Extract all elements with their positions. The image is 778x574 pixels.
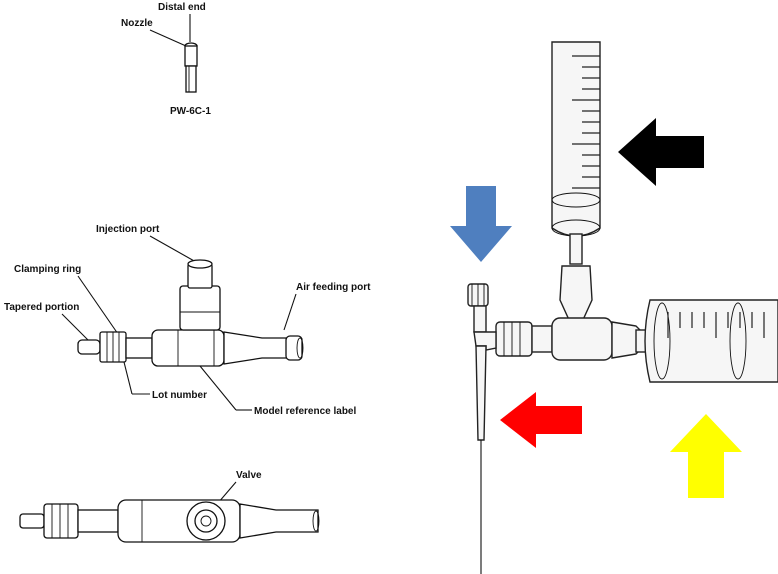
air-port-taper bbox=[223, 331, 291, 365]
horizontal-syringe-scale bbox=[667, 312, 765, 338]
air-feeding-port bbox=[285, 335, 303, 361]
injection-port-label: Injection port bbox=[96, 224, 160, 235]
nozzle-detail: Distal end Nozzle PW-6C-1 bbox=[121, 2, 211, 117]
valve-diagram: Valve bbox=[19, 470, 320, 543]
vertical-syringe bbox=[551, 41, 601, 265]
connector-neck bbox=[125, 337, 153, 359]
assembly-neck bbox=[531, 325, 553, 353]
horizontal-syringe bbox=[635, 299, 778, 383]
connector-diagram: Injection port Clamping ring Tapered por… bbox=[4, 224, 371, 417]
red-arrow bbox=[500, 392, 582, 448]
injection-port-body bbox=[179, 285, 221, 331]
black-arrow bbox=[618, 118, 704, 186]
assembly-clamping-ring bbox=[495, 321, 533, 357]
yellow-arrow bbox=[670, 414, 742, 498]
lot-number-label: Lot number bbox=[152, 390, 207, 401]
assembly-illustration bbox=[450, 41, 778, 574]
vertical-syringe-scale bbox=[572, 55, 600, 189]
catheter-sheath bbox=[475, 345, 487, 441]
nozzle-leader-line bbox=[149, 29, 187, 47]
nozzle-body bbox=[184, 45, 198, 67]
blue-arrow bbox=[450, 186, 512, 262]
clamping-ring-leader bbox=[77, 275, 119, 335]
tapered-portion bbox=[77, 339, 101, 355]
valve bbox=[194, 509, 218, 533]
valve-view-ring bbox=[43, 503, 79, 539]
connector-body bbox=[151, 329, 225, 367]
clamping-ring-label: Clamping ring bbox=[14, 264, 81, 275]
model-code-label: PW-6C-1 bbox=[170, 106, 211, 117]
luer-hub bbox=[559, 265, 593, 323]
model-reference-leader bbox=[199, 365, 237, 411]
valve-view-tip bbox=[19, 513, 45, 529]
air-feeding-port-leader bbox=[283, 293, 297, 331]
catheter bbox=[467, 283, 497, 574]
vertical-syringe-nozzle bbox=[569, 233, 583, 265]
nozzle-tube bbox=[185, 65, 197, 93]
nozzle-label: Nozzle bbox=[121, 18, 153, 29]
model-reference-label: Model reference label bbox=[254, 406, 356, 417]
valve-view-neck bbox=[77, 509, 119, 533]
lot-number-leader bbox=[123, 361, 133, 395]
valve-view-taper bbox=[239, 503, 319, 539]
tapered-portion-label: Tapered portion bbox=[4, 302, 79, 313]
injection-port-leader bbox=[149, 235, 197, 263]
valve-label: Valve bbox=[236, 470, 262, 481]
assembly-body bbox=[551, 317, 613, 361]
air-feeding-port-label: Air feeding port bbox=[296, 282, 371, 293]
injection-port-opening bbox=[187, 259, 213, 269]
catheter-hub bbox=[473, 305, 487, 333]
tapered-portion-leader bbox=[61, 313, 89, 341]
distal-end-label: Distal end bbox=[158, 2, 206, 13]
